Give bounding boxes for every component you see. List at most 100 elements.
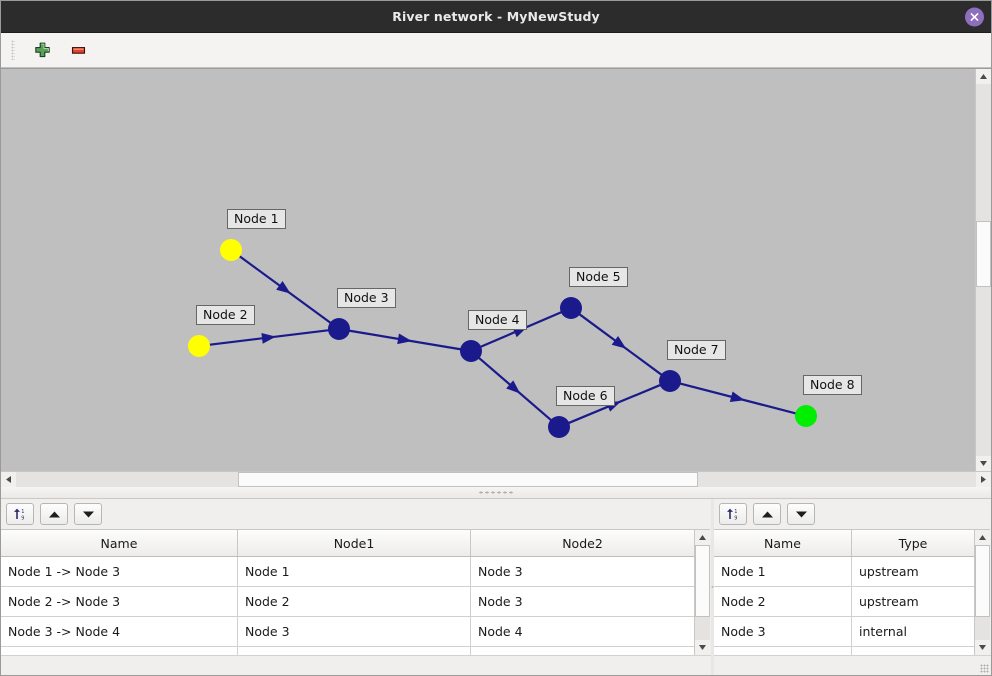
table-cell[interactable]: Node 3 [470,586,694,617]
add-node-icon[interactable] [31,39,53,61]
canvas-scroll-left-icon[interactable] [1,472,16,487]
branch-scroll-up-icon[interactable] [695,530,710,545]
graph-node-node-4[interactable] [460,340,482,362]
node-panel-footer [714,655,991,675]
svg-text:1: 1 [21,509,24,515]
table-cell[interactable]: Node 1 [237,556,471,587]
graph-node-label-node-1[interactable]: Node 1 [227,209,286,229]
graph-edge-arrow-icon [506,380,521,394]
table-row[interactable]: Node 4internal [714,646,974,655]
canvas-scroll-up-icon[interactable] [976,69,991,84]
graph-node-label-node-5[interactable]: Node 5 [569,267,628,287]
canvas-vscroll-thumb[interactable] [976,221,991,287]
table-cell[interactable]: Node 4 [237,646,471,655]
sort-button[interactable]: 1 9 [6,503,34,525]
table-cell[interactable]: Node 3 [237,616,471,647]
table-cell[interactable]: Node 4 -> Node 5 [1,646,238,655]
graph-edge-arrow-icon [397,333,412,345]
node-table-toolbar: 1 9 [714,499,991,529]
window-resize-grip-icon[interactable] [980,664,989,673]
svg-text:1: 1 [734,509,737,515]
move-down-button[interactable] [787,503,815,525]
svg-text:9: 9 [21,515,24,521]
table-cell[interactable]: Node 3 -> Node 4 [1,616,238,647]
table-cell[interactable]: upstream [851,556,974,587]
graph-node-node-8[interactable] [795,405,817,427]
graph-node-node-5[interactable] [560,297,582,319]
branch-table-vertical-scrollbar[interactable] [694,530,710,655]
graph-node-node-3[interactable] [328,318,350,340]
graph-edge-arrow-icon [729,391,745,402]
graph-node-node-1[interactable] [220,239,242,261]
graph-edge-arrow-icon [261,332,276,344]
table-cell[interactable]: internal [851,616,974,647]
node-vscroll-thumb[interactable] [975,545,990,617]
graph-node-node-2[interactable] [188,335,210,357]
table-cell[interactable]: Node 2 -> Node 3 [1,586,238,617]
graph-node-node-6[interactable] [548,416,570,438]
graph-node-label-node-2[interactable]: Node 2 [196,305,255,325]
table-cell[interactable]: Node 5 [470,646,694,655]
column-header[interactable]: Name [1,530,238,557]
column-header[interactable]: Type [851,530,974,557]
table-cell[interactable]: Node 1 [714,556,852,587]
river-network-canvas[interactable]: Node 1 Node 2 Node 3 Node 4 Node 5 Node 6 Node… [1,68,991,471]
move-up-button[interactable] [40,503,68,525]
graph-node-label-node-3[interactable]: Node 3 [337,288,396,308]
graph-node-label-node-7[interactable]: Node 7 [667,340,726,360]
graph-node-node-7[interactable] [659,370,681,392]
vertical-splitter[interactable] [711,499,714,675]
nodes-layer [188,239,817,438]
canvas-scroll-down-icon[interactable] [976,456,991,471]
toolbar-grip[interactable] [11,40,15,60]
table-cell[interactable]: Node 4 [714,646,852,655]
column-header[interactable]: Node2 [470,530,694,557]
table-cell[interactable]: Node 3 [714,616,852,647]
graph-node-label-node-4[interactable]: Node 4 [468,310,527,330]
move-up-button[interactable] [753,503,781,525]
canvas-scroll-right-icon[interactable] [976,472,991,487]
delete-node-icon[interactable] [67,39,89,61]
canvas-vertical-scrollbar[interactable] [975,69,991,471]
horizontal-splitter[interactable] [1,487,991,499]
close-icon[interactable] [965,7,984,26]
svg-text:9: 9 [734,515,737,521]
canvas-horizontal-scrollbar[interactable] [1,471,991,487]
table-cell[interactable]: internal [851,646,974,655]
sort-button[interactable]: 1 9 [719,503,747,525]
network-graph[interactable] [1,69,976,471]
move-down-button[interactable] [74,503,102,525]
node-scroll-down-icon[interactable] [975,640,990,655]
table-cell[interactable]: Node 1 -> Node 3 [1,556,238,587]
column-header[interactable]: Name [714,530,852,557]
branch-scroll-down-icon[interactable] [695,640,710,655]
table-cell[interactable]: Node 4 [470,616,694,647]
column-header[interactable]: Node1 [237,530,471,557]
graph-node-label-node-6[interactable]: Node 6 [556,386,615,406]
branch-vscroll-thumb[interactable] [695,545,710,617]
node-table-vertical-scrollbar[interactable] [974,530,990,655]
node-scroll-up-icon[interactable] [975,530,990,545]
canvas-hscroll-thumb[interactable] [238,472,698,487]
graph-edge-arrow-icon [611,335,627,349]
graph-node-label-node-8[interactable]: Node 8 [803,375,862,395]
table-cell[interactable]: Node 2 [714,586,852,617]
table-cell[interactable]: Node 3 [470,556,694,587]
table-cell[interactable]: Node 2 [237,586,471,617]
table-cell[interactable]: upstream [851,586,974,617]
